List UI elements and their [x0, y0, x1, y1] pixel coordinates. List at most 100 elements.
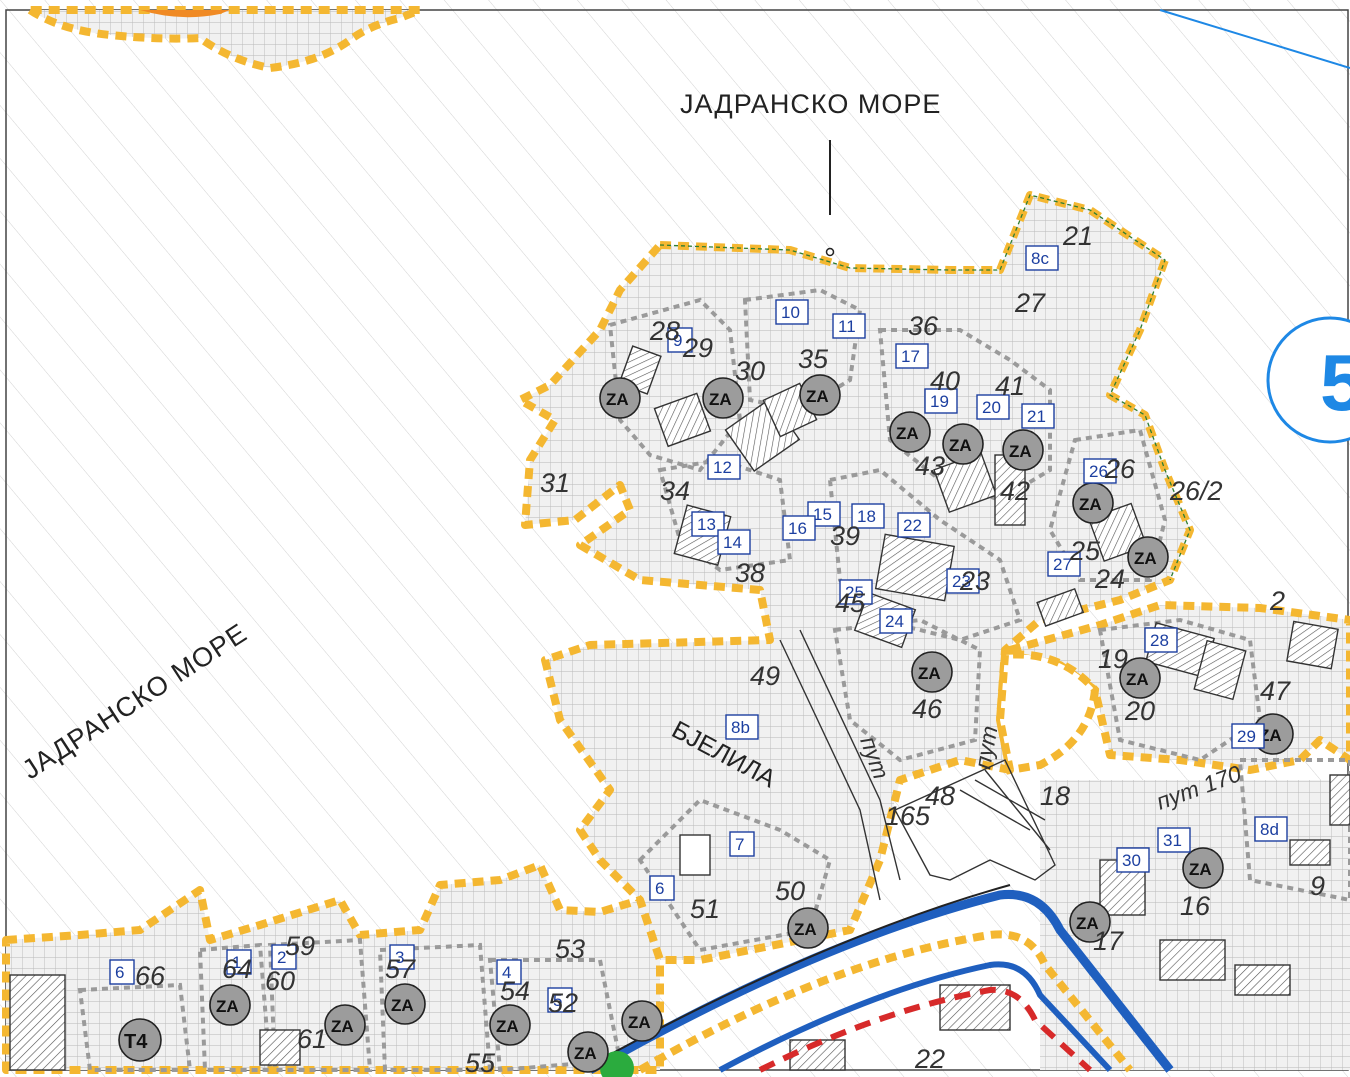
parcel-number: 46	[912, 694, 943, 724]
block-number-box: 6	[109, 959, 135, 985]
parcel-number: 53	[555, 934, 585, 964]
parcel-number: 52	[548, 988, 578, 1018]
za-marker: ZA	[1119, 657, 1161, 699]
block-number-text: 4	[502, 963, 511, 982]
parcel-number: 18	[1040, 781, 1070, 811]
parcel-number: 2	[1269, 586, 1285, 616]
block-number-box: 1	[226, 949, 252, 975]
za-marker-text: ZA	[606, 390, 629, 409]
parcel-number: 38	[735, 558, 765, 588]
za-marker: ZA	[1069, 901, 1111, 943]
za-marker: ZA	[702, 377, 744, 419]
parcel-number: 35	[798, 344, 829, 374]
block-number-text: 27	[1053, 555, 1072, 574]
block-number-box: 28	[1144, 627, 1178, 653]
za-marker-text: ZA	[1189, 860, 1212, 879]
block-number-text: 29	[1237, 727, 1256, 746]
za-marker: ZA	[209, 984, 251, 1026]
block-number-box: 18	[851, 503, 885, 529]
za-marker: ZA	[1182, 847, 1224, 889]
block-number-box: 2	[271, 944, 297, 970]
green-marker	[600, 1051, 634, 1077]
za-marker: ZA	[567, 1031, 609, 1073]
za-marker-text: ZA	[896, 424, 919, 443]
parcel-number: 40	[930, 366, 960, 396]
za-marker-text: ZA	[949, 436, 972, 455]
plan-marker-text: T4	[124, 1031, 148, 1053]
za-marker-text: ZA	[794, 920, 817, 939]
za-marker-text: ZA	[918, 664, 941, 683]
zone-top-left	[26, 6, 424, 72]
parcel-number: 165	[885, 801, 931, 831]
block-number-text: 11	[838, 317, 856, 336]
parcel-number: 61	[297, 1024, 327, 1054]
block-number-text: 25	[845, 583, 864, 602]
sea-label-point	[825, 247, 835, 257]
za-marker-text: ZA	[391, 996, 414, 1015]
block-number-text: 9	[673, 331, 682, 350]
block-number-text: 8c	[1031, 249, 1049, 268]
parcel-number: 26/2	[1169, 476, 1223, 506]
block-number-box: 7	[729, 831, 755, 857]
za-marker: ZA	[787, 907, 829, 949]
parcel-number: 47	[1260, 676, 1291, 706]
parcel-number: 55	[465, 1048, 496, 1077]
parcel-number: 39	[830, 521, 860, 551]
block-number-box: 15	[807, 501, 841, 527]
block-number-box: 8c	[1025, 245, 1059, 271]
za-marker: ZA	[1002, 429, 1044, 471]
za-marker-text: ZA	[331, 1017, 354, 1036]
map-frame	[5, 9, 1349, 1071]
parcel-number: 27	[1014, 288, 1046, 318]
za-marker-text: ZA	[216, 997, 239, 1016]
za-marker: ZA	[1127, 536, 1169, 578]
parcel-number: 54	[500, 976, 530, 1006]
za-marker-text: ZA	[1076, 914, 1099, 933]
parcel-number: 50	[775, 876, 805, 906]
parcel-number: 59	[285, 931, 315, 961]
block-number-text: 22	[903, 516, 922, 535]
road-structure	[779, 629, 1056, 901]
za-marker: ZA	[1072, 482, 1114, 524]
block-number-text: 6	[115, 963, 124, 982]
za-marker-text: ZA	[628, 1013, 651, 1032]
block-number-box: 10	[775, 299, 809, 325]
parcel-number: 49	[750, 661, 780, 691]
parcel-number: 21	[1062, 221, 1093, 251]
za-marker-text: ZA	[806, 387, 829, 406]
za-marker: ZA	[621, 1000, 663, 1042]
block-number-text: 23	[952, 572, 971, 591]
parcel-number: 22	[914, 1044, 945, 1074]
parcel-number: 60	[265, 966, 295, 996]
parcel-number: 41	[995, 371, 1025, 401]
plan-marker-t4: T4	[118, 1018, 162, 1062]
block-number-text: 30	[1122, 851, 1141, 870]
block-number-box: 23	[946, 568, 980, 594]
parcel-number: 20	[1124, 696, 1155, 726]
sector-badge: 5	[1266, 316, 1350, 444]
block-number-text: 8d	[1260, 820, 1279, 839]
zone-east-inner	[995, 650, 1100, 775]
block-number-box: 30	[1116, 847, 1150, 873]
block-number-text: 17	[901, 347, 920, 366]
sector-badge-number: 5	[1320, 338, 1350, 427]
parcel-number: 43	[915, 451, 945, 481]
za-marker-text: ZA	[1134, 549, 1157, 568]
main-road	[587, 884, 1174, 1074]
block-number-box: 6	[649, 875, 675, 901]
za-marker: ZA	[489, 1004, 531, 1046]
block-number-box: 31	[1157, 827, 1191, 853]
block-number-text: 15	[813, 505, 832, 524]
block-number-box: 17	[895, 343, 929, 369]
block-number-box: 16	[782, 515, 816, 541]
parcel-number: 51	[690, 894, 720, 924]
parcel-number: 30	[735, 356, 765, 386]
parcel-number: 57	[385, 954, 416, 984]
boundary-line	[1159, 9, 1350, 69]
parcel-number: 42	[1000, 476, 1030, 506]
block-number-box: 11	[832, 313, 866, 339]
block-number-box: 29	[1231, 723, 1265, 749]
za-marker-text: ZA	[574, 1044, 597, 1063]
parcel-number: 25	[1069, 536, 1101, 566]
